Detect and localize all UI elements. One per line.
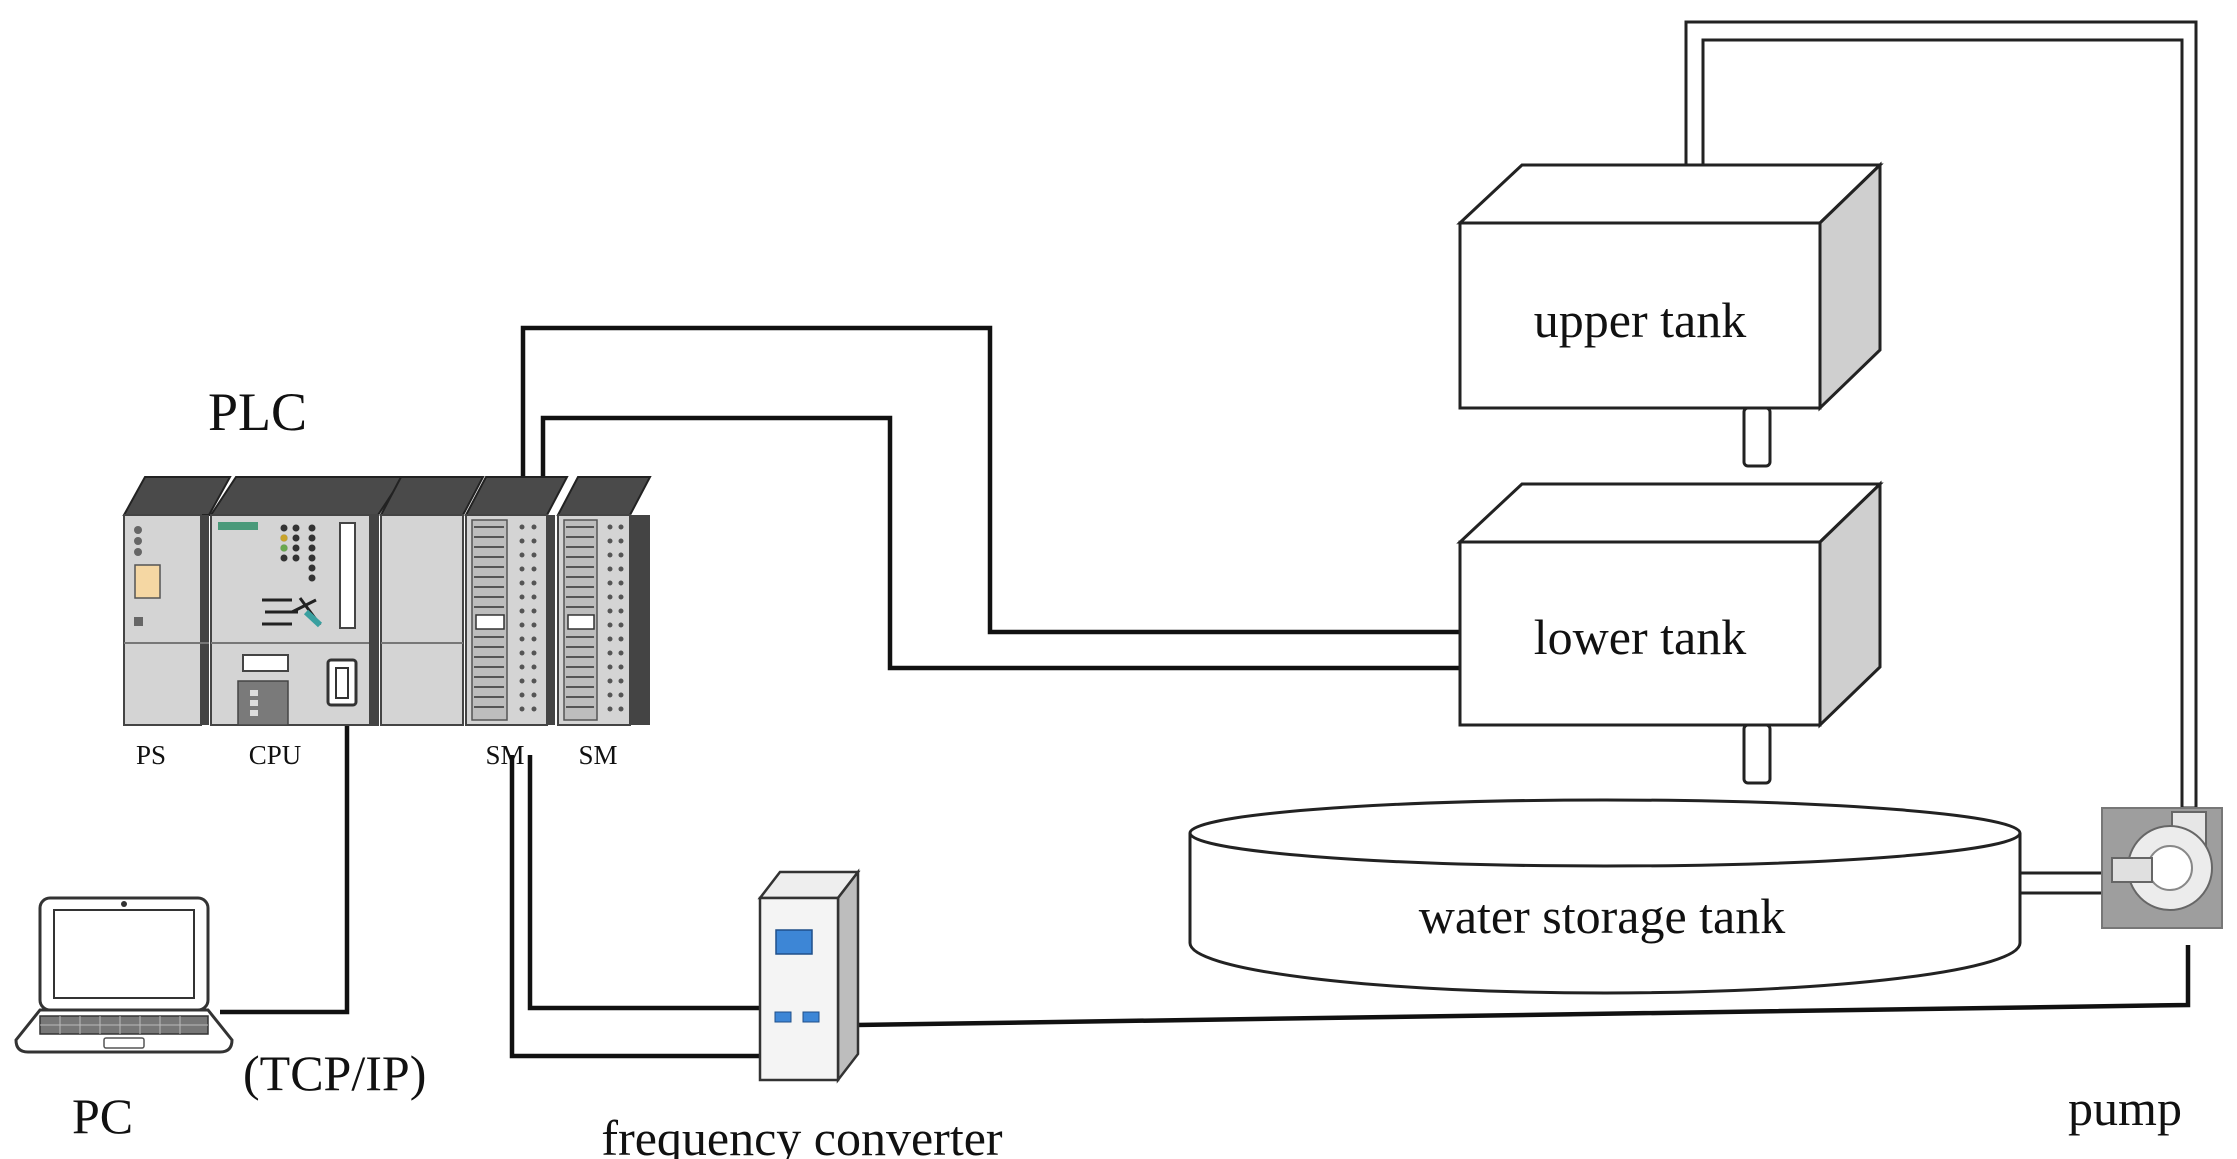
pc-label: PC — [72, 1088, 133, 1144]
lower-tank-outlet — [1742, 723, 1772, 785]
pump-icon — [2101, 807, 2223, 929]
pump-label: pump — [2068, 1080, 2182, 1136]
signal-wires — [220, 325, 2191, 1059]
converter-label: frequency converter — [601, 1110, 1002, 1159]
upper-tank: upper tank — [1456, 161, 1884, 412]
converter-display — [775, 929, 813, 955]
ps-module-label: PS — [136, 740, 166, 770]
sm-module-2-label: SM — [578, 740, 617, 770]
wire-sm-to-converter-2 — [509, 755, 760, 1059]
ps-module — [122, 476, 232, 726]
lower-tank: lower tank — [1456, 480, 1884, 729]
wire-sm-to-lower-tank-2 — [540, 415, 1460, 671]
storage-tank-label: water storage tank — [1419, 888, 1786, 944]
wire-sm-to-converter-1 — [527, 755, 760, 1011]
tcpip-label: (TCP/IP) — [243, 1045, 426, 1101]
pipes — [1684, 20, 2198, 895]
water-storage-tank: water storage tank — [1188, 798, 2022, 995]
converter-button-1 — [774, 1011, 792, 1023]
upper-tank-label: upper tank — [1534, 292, 1746, 348]
sm-module-1-label: SM — [485, 740, 524, 770]
cpu-module — [209, 476, 405, 726]
wire-converter-to-pump — [855, 945, 2191, 1028]
cpu-module-label: CPU — [249, 740, 302, 770]
converter-button-2 — [802, 1011, 820, 1023]
sm-module-1 — [464, 476, 569, 726]
lower-tank-label: lower tank — [1534, 609, 1746, 665]
plc-label: PLC — [208, 382, 307, 442]
wire-cpu-to-pc — [220, 725, 350, 1015]
laptop-icon — [14, 896, 234, 1054]
wire-sm-to-lower-tank-1 — [520, 325, 1460, 635]
frequency-converter-icon — [757, 868, 861, 1084]
sm-module-2 — [556, 476, 652, 726]
plc-rack — [122, 476, 652, 726]
interface-module — [379, 476, 485, 726]
upper-tank-outlet — [1742, 406, 1772, 468]
pipe-storage-to-pump — [2016, 871, 2106, 895]
